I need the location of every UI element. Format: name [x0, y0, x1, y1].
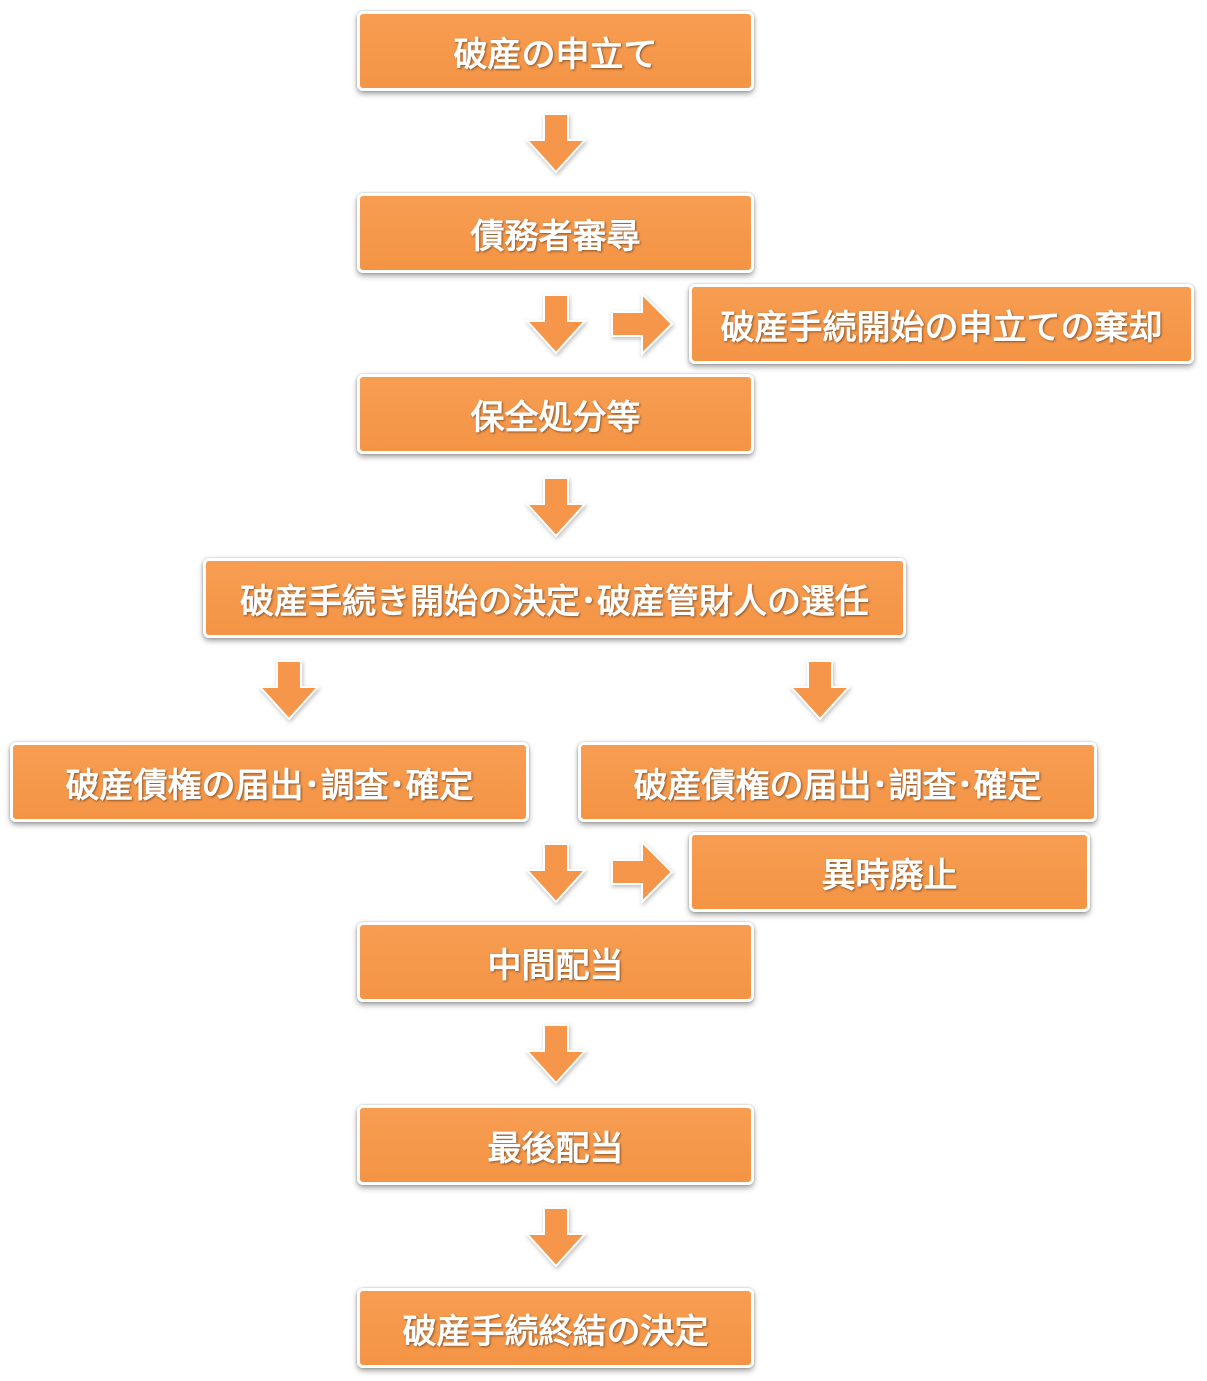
- step-claims-left: 破産債権の届出･調査･確定: [10, 742, 529, 822]
- step-termination: 破産手続終結の決定: [357, 1288, 754, 1368]
- step-concurrent-abolition-label: 異時廃止: [821, 855, 958, 896]
- arrow-down-icon: [525, 1023, 587, 1085]
- step-petition-label: 破産の申立て: [453, 34, 658, 75]
- arrow-right-icon: [610, 840, 674, 904]
- arrow-right-icon: [610, 292, 674, 356]
- step-claims-right: 破産債権の届出･調査･確定: [578, 742, 1097, 822]
- step-interim-distribution: 中間配当: [357, 922, 754, 1002]
- step-final-distribution: 最後配当: [357, 1105, 754, 1185]
- step-termination-label: 破産手続終結の決定: [402, 1311, 709, 1352]
- arrow-down-icon: [525, 1206, 587, 1268]
- arrow-down-icon: [789, 659, 851, 721]
- step-preservation-label: 保全処分等: [470, 397, 641, 438]
- step-petition: 破産の申立て: [357, 11, 754, 91]
- step-concurrent-abolition: 異時廃止: [689, 832, 1090, 912]
- arrow-down-icon: [525, 476, 587, 538]
- step-commencement: 破産手続き開始の決定･破産管財人の選任: [203, 558, 906, 638]
- arrow-down-icon: [525, 112, 587, 174]
- arrow-down-icon: [525, 842, 587, 904]
- step-dismissal-label: 破産手続開始の申立ての棄却: [720, 307, 1163, 348]
- step-debtor-hearing: 債務者審尋: [357, 193, 754, 273]
- step-debtor-hearing-label: 債務者審尋: [470, 216, 641, 257]
- step-commencement-label: 破産手続き開始の決定･破産管財人の選任: [240, 581, 869, 622]
- arrow-down-icon: [525, 293, 587, 355]
- step-claims-left-label: 破産債権の届出･調査･確定: [65, 765, 474, 806]
- step-claims-right-label: 破産債権の届出･調査･確定: [633, 765, 1042, 806]
- step-final-distribution-label: 最後配当: [487, 1128, 624, 1169]
- step-dismissal: 破産手続開始の申立ての棄却: [689, 284, 1194, 364]
- step-preservation: 保全処分等: [357, 374, 754, 454]
- step-interim-distribution-label: 中間配当: [487, 945, 624, 986]
- arrow-down-icon: [258, 659, 320, 721]
